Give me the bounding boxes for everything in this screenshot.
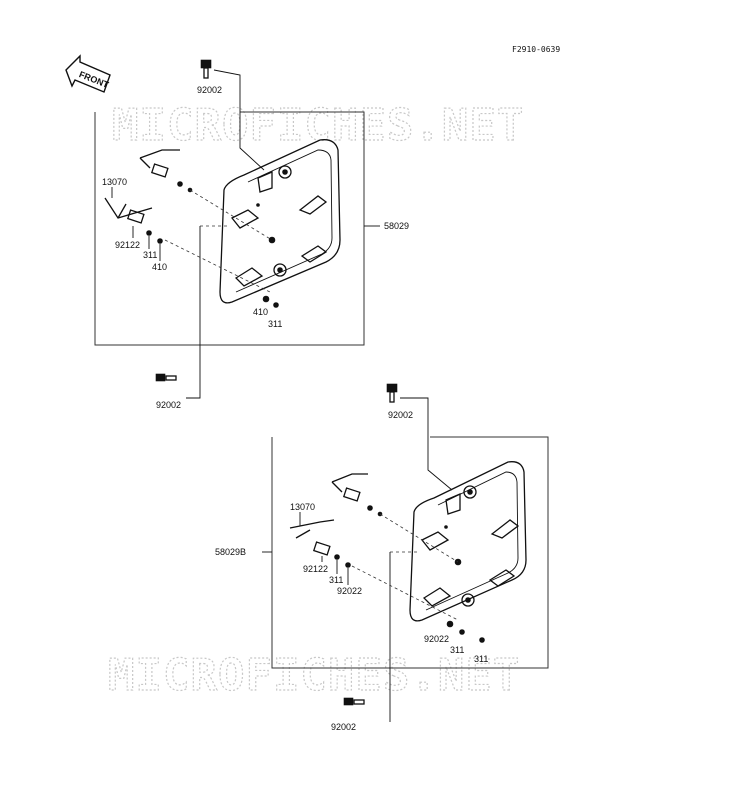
bottom-assembly-frame [271,436,549,669]
top-part-label-92002-lower: 92002 [156,400,181,410]
top-assembly-frame [94,111,365,346]
bottom-part-label-92002-lower: 92002 [331,722,356,732]
bottom-bolt-92002-icon [386,383,398,403]
bottom-assembly-part-number: 58029B [215,547,246,557]
top-rod-upper-icon [139,149,193,193]
top-assembly: 58029 92002 [94,59,409,410]
bottom-part-label-13070: 13070 [290,502,315,512]
bottom-part-label-92122: 92122 [303,564,328,574]
bottom-part-label-92022-left: 92022 [337,586,362,596]
bottom-part-label-311-middle: 311 [450,645,464,655]
top-part-label-311-right: 311 [268,319,282,329]
bottom-rod-upper-icon [331,473,383,517]
bottom-part-label-92022-right: 92022 [424,634,449,644]
top-mounting-plate-icon [219,139,341,304]
bottom-part-label-311-left: 311 [329,575,343,585]
top-part-label-410-right: 410 [253,307,268,317]
bottom-part-label-311-right: 311 [474,654,488,664]
watermark-top: MICROFICHES.NET [112,100,524,151]
bottom-part-label-92002-upper: 92002 [388,410,413,420]
front-arrow-icon: FRONT [65,54,111,93]
top-bolt-92002-icon [200,59,212,79]
top-part-label-92122: 92122 [115,240,140,250]
bottom-rod-13070-icon [289,519,335,556]
bottom-mounting-plate-icon [409,461,527,622]
watermark-bottom: MICROFICHES.NET [108,650,520,701]
top-part-label-13070: 13070 [102,177,127,187]
bottom-bolt-92002-lower-icon [343,697,365,706]
figure-code: F2910-0639 [512,45,560,54]
top-part-label-92002-upper: 92002 [197,85,222,95]
top-bolt-92002-lower-icon [155,373,177,382]
top-part-label-410-left: 410 [152,262,167,272]
bottom-assembly: 58029B 92002 [215,383,549,732]
top-assembly-part-number: 58029 [384,221,409,231]
top-part-label-311-left: 311 [143,250,157,260]
top-rod-13070-icon [104,197,153,224]
